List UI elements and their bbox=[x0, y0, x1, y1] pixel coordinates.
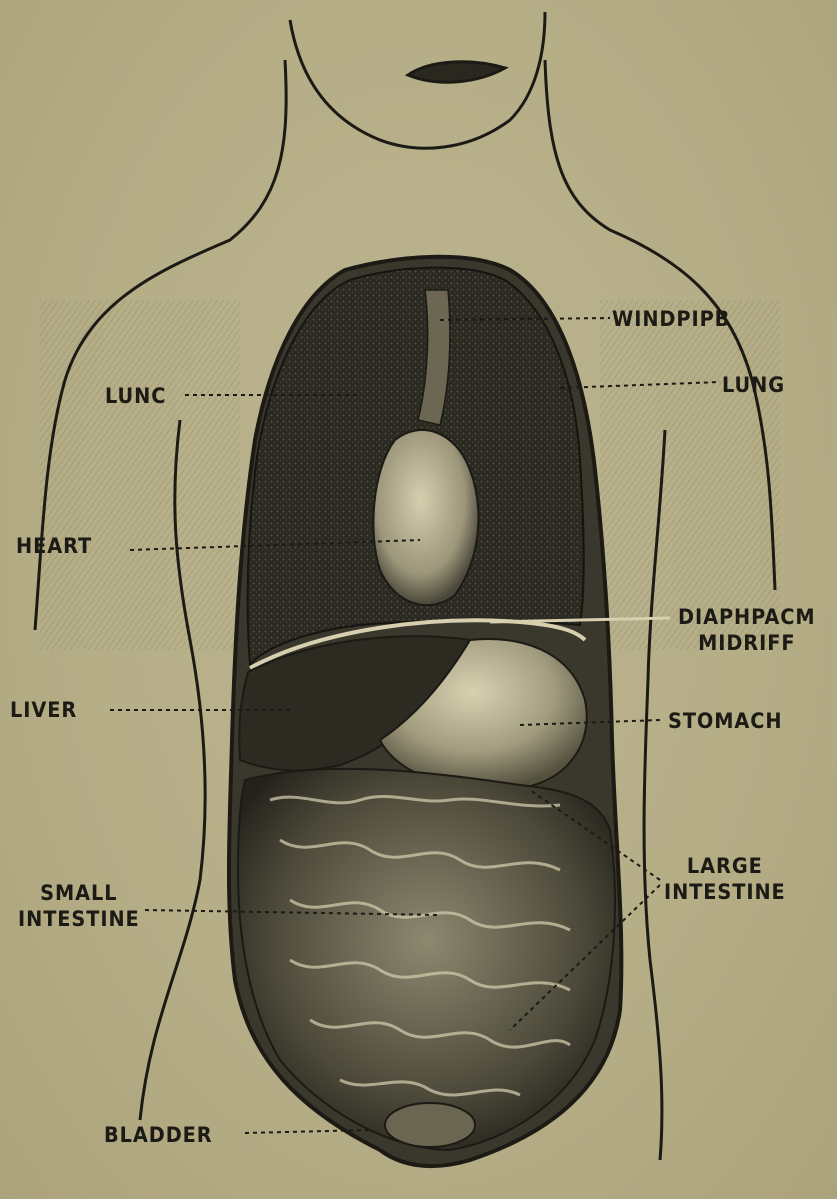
chin-outline bbox=[290, 12, 545, 148]
label-liver: LIVER bbox=[10, 697, 77, 723]
label-diaphragm: DIAPHPACM MIDRIFF bbox=[678, 604, 816, 657]
heart bbox=[373, 430, 478, 605]
bladder bbox=[385, 1103, 475, 1147]
label-lung-right: LUNG bbox=[722, 372, 785, 398]
label-small-intestine: SMALL INTESTINE bbox=[18, 880, 140, 933]
label-lung-left: LUNC bbox=[105, 383, 166, 409]
label-bladder: BLADDER bbox=[104, 1122, 213, 1148]
label-large-intestine-line1: LARGE bbox=[664, 853, 786, 879]
label-diaphragm-line2: MIDRIFF bbox=[678, 630, 816, 656]
label-diaphragm-line1: DIAPHPACM bbox=[678, 604, 816, 630]
label-small-intestine-line1: SMALL bbox=[18, 880, 140, 906]
label-windpipe: WINDPIPB bbox=[612, 306, 730, 332]
label-small-intestine-line2: INTESTINE bbox=[18, 906, 140, 932]
label-stomach: STOMACH bbox=[668, 708, 782, 734]
label-heart: HEART bbox=[16, 533, 92, 559]
label-large-intestine-line2: INTESTINE bbox=[664, 879, 786, 905]
label-large-intestine: LARGE INTESTINE bbox=[664, 853, 786, 906]
